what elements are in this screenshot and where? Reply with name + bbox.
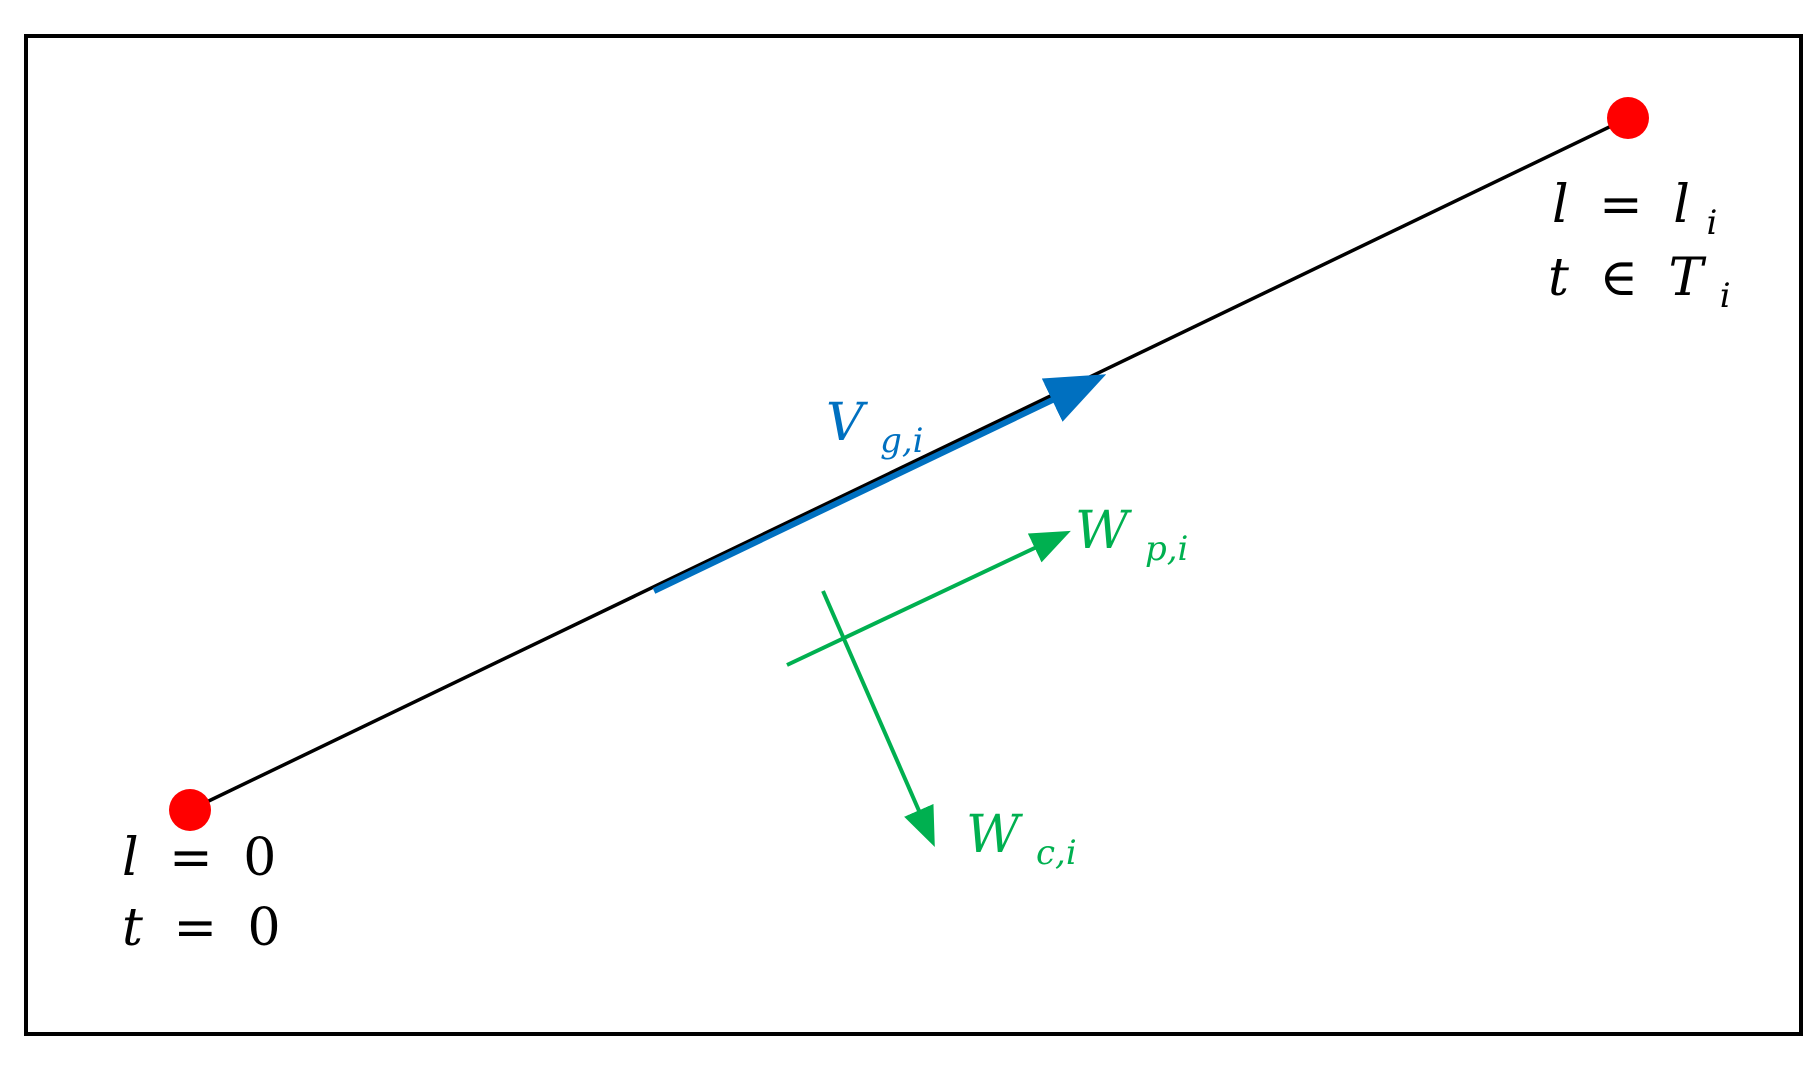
wind-parallel-label: W p,i: [1075, 501, 1188, 569]
wind-cross-label: W c,i: [966, 805, 1077, 873]
ground-speed-label: V g,i: [826, 393, 924, 461]
end-label-l: l = l i: [1552, 175, 1717, 243]
start-label-t: t = 0: [122, 898, 281, 958]
frame-border: [24, 34, 1803, 1036]
wind-cross-vector: [821, 590, 935, 847]
track-line: [189, 116, 1629, 812]
end-point: [1607, 97, 1649, 139]
wind-parallel-vector: [786, 530, 1071, 667]
ground-speed-vector: [652, 374, 1107, 594]
start-point: [169, 789, 211, 831]
start-label-l: l = 0: [122, 828, 276, 888]
end-label-t: t ∈ T i: [1548, 248, 1731, 316]
